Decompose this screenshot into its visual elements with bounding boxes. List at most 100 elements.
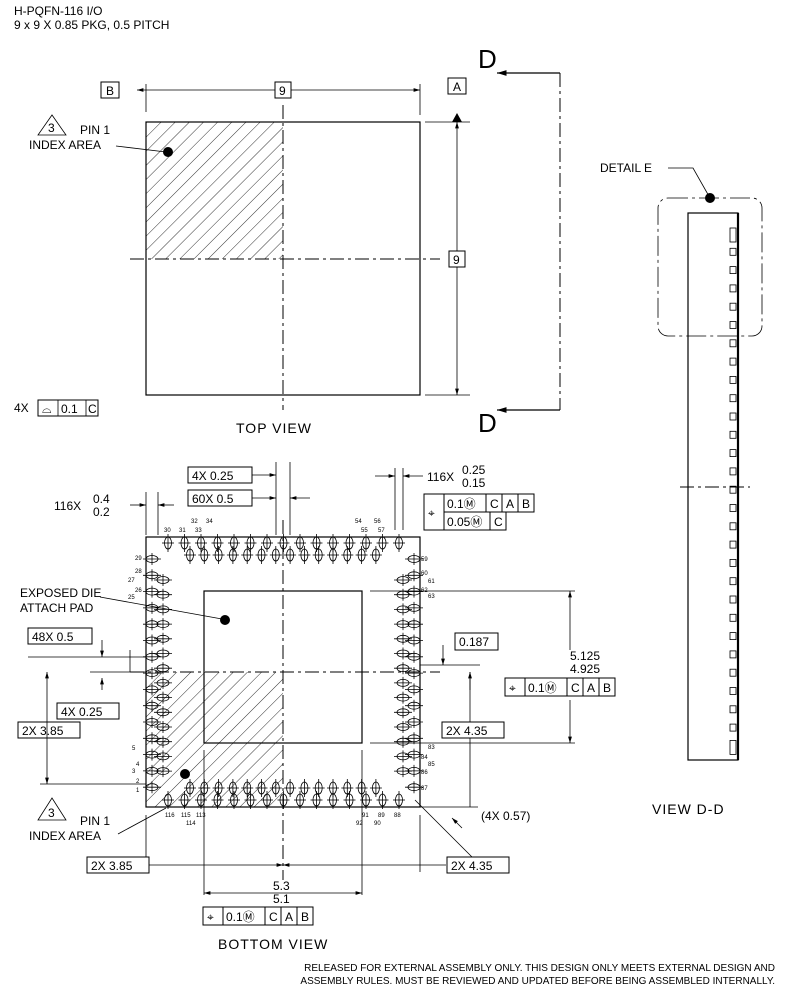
side-pad	[729, 522, 737, 531]
pin-pad	[341, 779, 354, 797]
side-pad	[729, 247, 737, 256]
pin-number-label: 85	[428, 762, 435, 768]
dim-pad-width-min: 5.1	[273, 892, 290, 906]
detail-e-boundary	[657, 197, 763, 337]
pin-pad	[143, 569, 161, 582]
side-pad	[729, 577, 737, 586]
pin-number-label: 28	[135, 569, 142, 575]
fcf-value: 0.1Ⓜ	[528, 681, 557, 695]
pin-pad	[405, 732, 423, 745]
dim-4x-0-57: (4X 0.57)	[481, 809, 530, 823]
view-dd-title: VIEW D-D	[652, 801, 725, 817]
side-pad	[729, 632, 737, 640]
fcf-datum: C	[490, 497, 499, 511]
pin-number-label: 83	[428, 745, 435, 751]
dim-pad-width-max: 5.3	[273, 879, 290, 893]
pin-pad	[143, 667, 161, 680]
pin-pad	[343, 791, 356, 809]
dim-116x-length-min: 0.2	[93, 505, 110, 519]
pin-pad	[376, 791, 389, 809]
pin-number-label: 30	[164, 528, 171, 534]
pin-number-label: 84	[421, 755, 428, 761]
pin-pad	[360, 534, 372, 552]
pin-number-label: 33	[195, 528, 202, 534]
side-pad	[729, 595, 737, 604]
pin-pad	[394, 676, 412, 689]
pin-pad	[269, 779, 282, 797]
pin-pad	[277, 534, 290, 552]
pin-pad	[312, 779, 325, 797]
pin-pad	[184, 779, 196, 797]
dim-4x-0-25-left: 4X 0.25	[61, 705, 103, 719]
pin-pad	[327, 779, 339, 797]
pin-number-label: 56	[374, 519, 381, 525]
pin-number-label: 4	[136, 762, 140, 768]
pin-pad	[394, 574, 412, 586]
pin-number-label: 92	[356, 821, 363, 827]
side-pad	[729, 227, 737, 243]
package-description: 9 x 9 X 0.85 PKG, 0.5 PITCH	[14, 18, 169, 32]
fcf-datum: A	[506, 497, 514, 511]
pin-pad	[244, 534, 257, 552]
side-pad	[729, 687, 737, 695]
height-dim: 9	[453, 253, 460, 267]
fcf-value: 0.05Ⓜ	[447, 515, 482, 529]
pin-pad	[294, 534, 306, 552]
pin-pad	[298, 546, 311, 564]
pin-pad	[226, 546, 239, 564]
pin-pad	[405, 683, 423, 696]
detail-e-label: DETAIL E	[600, 161, 652, 175]
pin-pad	[394, 721, 412, 733]
side-pad	[729, 540, 737, 549]
top-view: 3 PIN 1 INDEX AREA B 9 A 9 D D 4X ⌓ 0.1 …	[14, 44, 561, 438]
datum-b: B	[106, 84, 114, 98]
pin-pad	[341, 546, 354, 564]
side-pad	[729, 321, 737, 329]
pin-pad	[255, 779, 268, 797]
pin-pad	[394, 647, 412, 660]
pin-pad	[212, 546, 225, 564]
side-view: DETAIL E VIEW D-D	[600, 161, 763, 817]
pin-pad	[195, 534, 207, 552]
pin-pad	[394, 691, 412, 704]
pin-pad	[143, 553, 161, 565]
dim-116x-width-count: 116X	[427, 470, 454, 484]
pin1-label-line2: INDEX AREA	[29, 829, 101, 843]
fcf-datum: B	[301, 910, 309, 924]
side-pad	[729, 613, 737, 622]
pin-pad	[143, 683, 161, 696]
pin1-index-hatch	[146, 122, 283, 259]
pin-pad	[405, 667, 423, 680]
pin-pad	[284, 779, 297, 797]
fcf-datum: B	[603, 681, 611, 695]
dim-pad-height-max: 5.125	[570, 649, 600, 663]
pin-pad	[405, 699, 423, 712]
pin-number-label: 91	[362, 813, 369, 819]
datum-a: A	[453, 80, 461, 94]
note-triangle-icon	[37, 797, 67, 821]
flatness-symbol-icon: ⌓	[42, 402, 52, 416]
feature-control-frame-pad-right: ⌖ 0.1Ⓜ C A B	[504, 677, 616, 697]
pin-number-label: 55	[361, 528, 368, 534]
pin1-dot	[163, 147, 173, 157]
pin-number-label: 88	[394, 813, 401, 819]
dim-60x-0-5: 60X 0.5	[192, 492, 234, 506]
position-symbol-icon: ⌖	[207, 910, 214, 924]
pin-pad	[154, 750, 172, 763]
pin-number-label: 89	[378, 813, 385, 819]
pin-number-label: 57	[378, 528, 385, 534]
fcf-datum: B	[522, 497, 530, 511]
width-dim: 9	[279, 84, 286, 98]
pin-pad	[212, 779, 225, 797]
side-pad	[729, 485, 737, 494]
side-pad	[729, 339, 737, 348]
side-pad	[729, 668, 737, 677]
dim-2x-4-35-bottom: 2X 4.35	[451, 859, 493, 873]
side-pad	[729, 740, 737, 755]
pin-pad	[154, 647, 172, 660]
pin-pad	[255, 546, 268, 564]
pin-pad	[394, 706, 412, 719]
pin-pad	[393, 791, 405, 809]
side-pad	[729, 705, 737, 714]
feature-control-frame-pins: ⌖ 0.1Ⓜ C A B 0.05Ⓜ C	[423, 493, 535, 531]
